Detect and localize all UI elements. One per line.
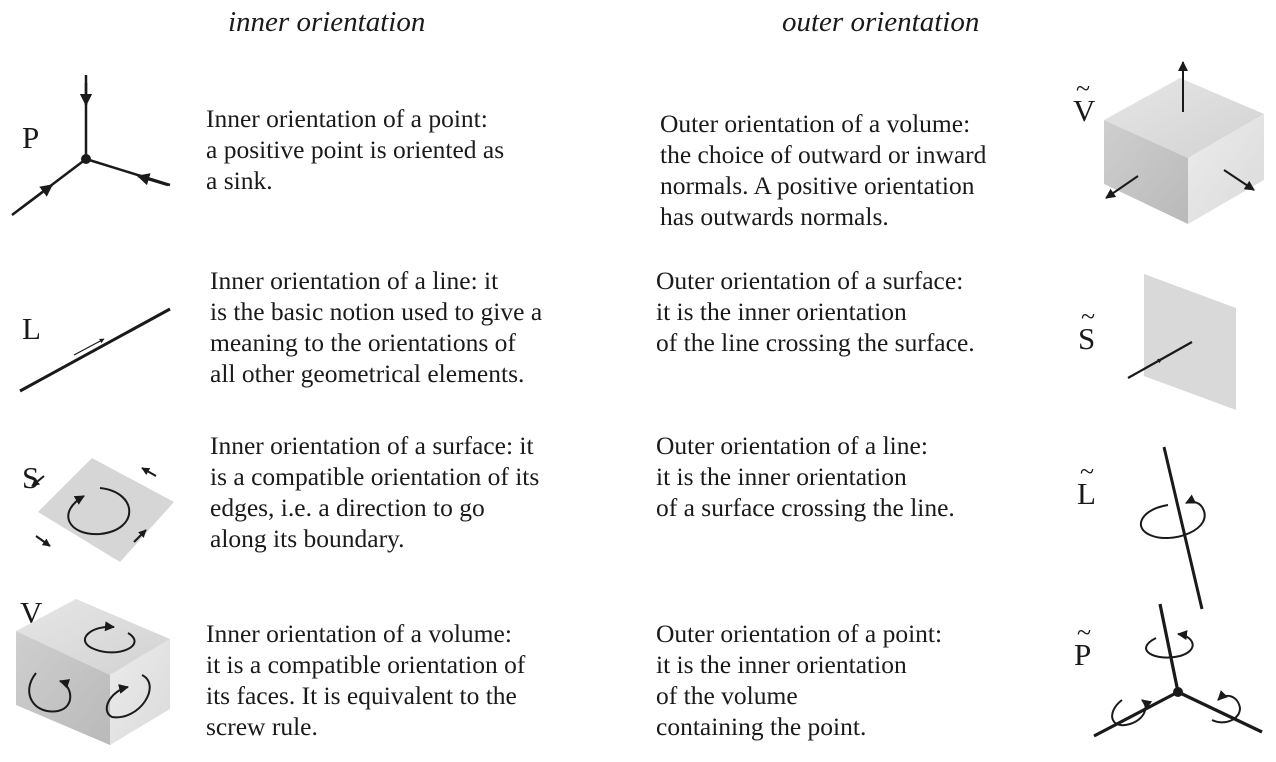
inner-volume-figure <box>16 599 170 745</box>
text-line: Inner orientation of a surface: it <box>210 431 534 460</box>
text-line: a sink. <box>206 166 273 195</box>
text-outer-point: Outer orientation of a point: it is the … <box>656 618 942 742</box>
text-line: containing the point. <box>656 712 867 741</box>
text-line: Outer orientation of a surface: <box>656 266 964 295</box>
inner-point-figure <box>11 75 171 216</box>
text-outer-line: Outer orientation of a line: it is the i… <box>656 430 955 523</box>
text-line: Outer orientation of a point: <box>656 619 943 648</box>
text-line: it is the inner orientation <box>656 462 907 491</box>
outer-orientation-header: outer orientation <box>782 6 980 38</box>
label-letter: L <box>1077 476 1096 511</box>
text-line: it is the inner orientation <box>656 650 907 679</box>
text-inner-volume: Inner orientation of a volume: it is a c… <box>206 618 525 742</box>
label-outer-point: P ~ <box>1074 618 1092 673</box>
inner-surface-figure <box>31 458 174 562</box>
label-letter: V <box>1073 93 1096 128</box>
text-line: normals. A positive orientation <box>660 171 975 200</box>
text-line: meaning to the orientations of <box>210 328 516 357</box>
text-line: of a surface crossing the line. <box>656 493 955 522</box>
tilde-mark: ~ <box>1077 618 1092 647</box>
label-letter: S <box>1078 321 1096 356</box>
text-outer-surface: Outer orientation of a surface: it is th… <box>656 265 975 358</box>
text-line: its faces. It is equivalent to the <box>206 681 517 710</box>
text-line: screw rule. <box>206 712 318 741</box>
text-line: along its boundary. <box>210 524 405 553</box>
text-inner-point: Inner orientation of a point: a positive… <box>206 103 504 196</box>
text-line: Outer orientation of a volume: <box>660 109 971 138</box>
text-line: edges, i.e. a direction to go <box>210 493 485 522</box>
text-line: is the basic notion used to give a <box>210 297 543 326</box>
outer-surface-figure <box>1127 274 1236 410</box>
tilde-mark: ~ <box>1076 74 1091 103</box>
text-line: all other geometrical elements. <box>210 359 525 388</box>
text-line: it is a compatible orientation of <box>206 650 526 679</box>
text-line: Inner orientation of a point: <box>206 104 488 133</box>
outer-line-figure <box>1139 446 1206 610</box>
text-line: Inner orientation of a volume: <box>206 619 512 648</box>
inner-orientation-header: inner orientation <box>228 6 426 38</box>
label-letter: P <box>1074 637 1092 672</box>
tilde-mark: ~ <box>1080 457 1095 486</box>
label-outer-surface: S ~ <box>1078 302 1096 357</box>
label-inner-point: P <box>22 120 40 155</box>
outer-volume-figure <box>1104 61 1264 224</box>
label-inner-line: L <box>22 311 41 346</box>
text-line: Outer orientation of a line: <box>656 431 928 460</box>
text-inner-line: Inner orientation of a line: it is the b… <box>210 265 542 389</box>
text-inner-surface: Inner orientation of a surface: it is a … <box>210 430 539 554</box>
text-line: has outwards normals. <box>660 202 889 231</box>
text-line: of the volume <box>656 681 798 710</box>
text-outer-volume: Outer orientation of a volume: the choic… <box>660 108 986 232</box>
text-line: Inner orientation of a line: it <box>210 266 499 295</box>
text-line: it is the inner orientation <box>656 297 907 326</box>
label-outer-volume: V ~ <box>1073 74 1096 129</box>
inner-line-figure <box>19 307 171 393</box>
label-outer-line: L ~ <box>1077 457 1096 512</box>
text-line: is a compatible orientation of its <box>210 462 540 491</box>
outer-point-figure <box>1093 603 1263 738</box>
tilde-mark: ~ <box>1081 302 1096 331</box>
text-line: of the line crossing the surface. <box>656 328 975 357</box>
text-line: a positive point is oriented as <box>206 135 505 164</box>
text-line: the choice of outward or inward <box>660 140 987 169</box>
